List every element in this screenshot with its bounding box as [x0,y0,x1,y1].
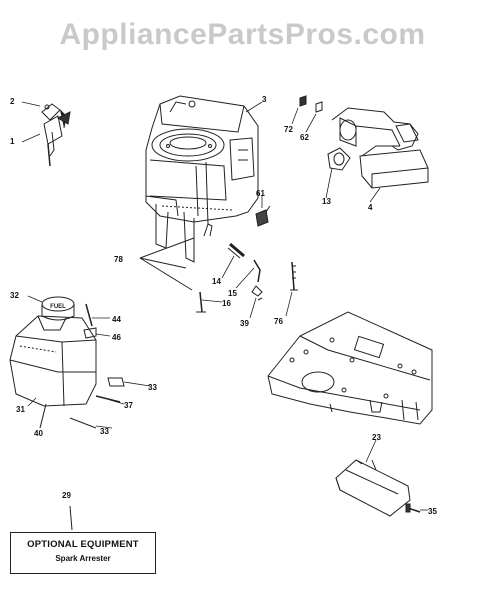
spark-plug [255,205,271,227]
callout-33-upper: 33 [148,383,157,392]
callout-40: 40 [34,429,43,438]
callout-46: 46 [112,333,121,342]
callout-32: 32 [10,291,19,300]
callout-3: 3 [262,95,267,104]
callout-33-lower: 33 [100,427,109,436]
callout-31: 31 [16,405,25,414]
optional-equipment-title: OPTIONAL EQUIPMENT [27,539,139,550]
engine-mounting-plate [267,311,433,425]
callout-37: 37 [124,401,133,410]
callout-23: 23 [372,433,381,442]
watermark: AppliancePartsPros.com [59,18,426,51]
callout-14: 14 [212,277,221,286]
callout-16: 16 [222,299,231,308]
optional-equipment-box: OPTIONAL EQUIPMENT Spark Arrester [10,532,156,574]
callout-13: 13 [322,197,331,206]
engine [145,95,259,263]
optional-equipment-item: Spark Arrester [55,554,111,563]
callout-35: 35 [428,507,437,516]
callout-29: 29 [62,491,71,500]
oil-drain-parts [196,242,263,313]
leader-78 [139,237,195,291]
callout-39: 39 [240,319,249,328]
callout-1: 1 [10,137,15,146]
callout-62: 62 [300,133,309,142]
callout-leaders [21,101,428,511]
callout-44: 44 [112,315,121,324]
callout-61: 61 [256,189,265,198]
callout-72: 72 [284,125,293,134]
muffler-assembly [299,95,429,189]
callout-76: 76 [274,317,283,326]
callout-78: 78 [114,255,123,264]
heat-shield [335,459,411,517]
callout-4: 4 [368,203,373,212]
throttle-control [41,103,71,167]
fuel-line-parts [39,303,125,429]
fuel-tank [9,296,97,407]
callout-2: 2 [10,97,15,106]
screw-35 [405,503,421,513]
callout-15: 15 [228,289,237,298]
leader-29 [69,505,73,531]
fuel-cap-label: FUEL [50,304,66,310]
bolt-76 [290,261,298,291]
